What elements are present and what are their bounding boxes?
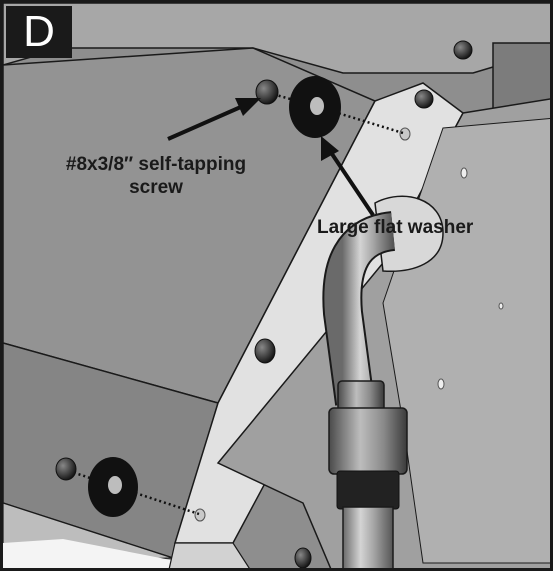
screw-label-line2: screw (129, 177, 183, 198)
assembly-illustration (3, 3, 550, 568)
bottom-white (3, 539, 213, 568)
screw-callout-label: #8x3/8″ self-tapping screw (25, 153, 287, 199)
pipe-collar (374, 195, 444, 272)
hole (460, 167, 468, 179)
bolt-head (453, 40, 473, 60)
screw (255, 79, 279, 105)
bolt-head (294, 547, 312, 568)
bolt-head (254, 338, 276, 364)
washer-hole (310, 97, 324, 115)
washer-hole (108, 476, 122, 494)
bolt-head (414, 89, 434, 109)
screw (55, 457, 77, 481)
screw-arrowhead (235, 98, 261, 116)
fitting-nut (328, 407, 408, 475)
gas-pipe-lower (342, 506, 394, 568)
hole (399, 127, 411, 141)
washer-arrowhead (321, 136, 339, 161)
hole (194, 508, 206, 522)
washer-callout-label: Large flat washer (317, 217, 474, 238)
washer-callout-arrow (328, 149, 375, 217)
hole (498, 302, 504, 310)
screw-label-line1: #8x3/8″ self-tapping (65, 154, 247, 175)
step-badge: D (6, 6, 72, 58)
screw-callout-arrow (167, 104, 244, 141)
hole (437, 378, 445, 390)
bracket-edge (168, 542, 250, 568)
gas-pipe-elbow-fill (324, 213, 396, 406)
top-panel (3, 3, 550, 74)
fitting-black-band (336, 470, 400, 510)
